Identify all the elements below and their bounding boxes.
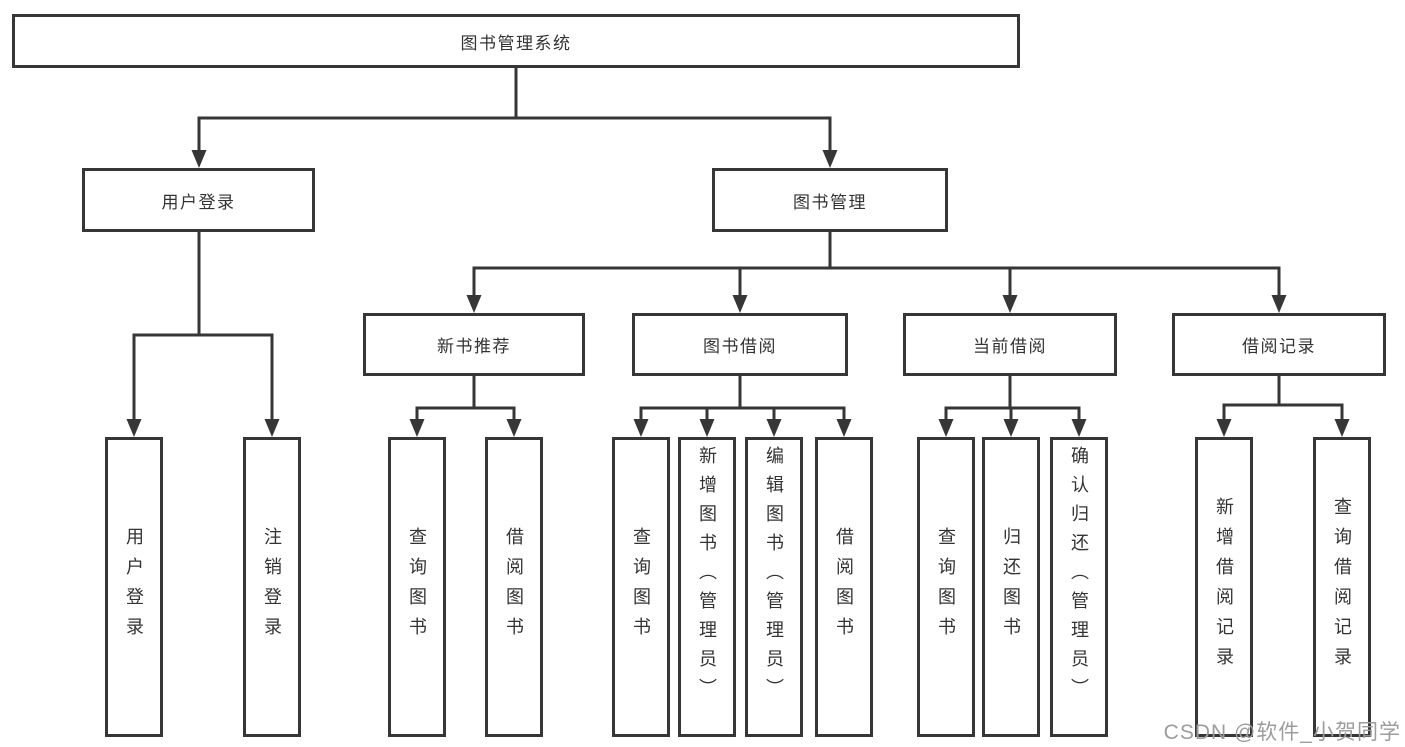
node-module-current-borrow: 当前借阅 (903, 313, 1117, 376)
node-label: 借阅记录 (1242, 337, 1316, 356)
node-leaf-user-login: 用户登录 (105, 437, 163, 737)
node-module-new-book-recommend: 新书推荐 (363, 313, 585, 376)
node-label: 用户登录 (124, 527, 144, 647)
node-leaf-logout: 注销登录 (243, 437, 301, 737)
node-module-book-borrow: 图书借阅 (632, 313, 848, 376)
node-leaf-query-borrow-record: 查询借阅记录 (1313, 437, 1371, 737)
node-leaf-borrow-books-2: 借阅图书 (815, 437, 873, 737)
node-label: 图书借阅 (703, 337, 777, 356)
node-leaf-query-books-1: 查询图书 (388, 437, 446, 737)
node-label: 借阅图书 (504, 527, 524, 647)
node-branch-book-management: 图书管理 (712, 168, 948, 232)
node-leaf-confirm-return-admin: 确认归还（管理员） (1050, 437, 1108, 737)
node-label: 确认归还（管理员） (1069, 446, 1089, 707)
node-label: 新书推荐 (437, 337, 511, 356)
node-label: 图书管理 (793, 192, 867, 212)
node-leaf-query-books-3: 查询图书 (917, 437, 975, 737)
node-label: 查询图书 (631, 527, 651, 647)
node-leaf-return-book: 归还图书 (982, 437, 1040, 737)
node-leaf-add-borrow-record: 新增借阅记录 (1195, 437, 1253, 737)
node-leaf-borrow-books-1: 借阅图书 (485, 437, 543, 737)
node-leaf-query-books-2: 查询图书 (612, 437, 670, 737)
node-label: 借阅图书 (834, 527, 854, 647)
node-label: 注销登录 (262, 527, 282, 647)
node-root-label: 图书管理系统 (460, 33, 572, 53)
arrowheads (126, 150, 1350, 437)
node-root-system: 图书管理系统 (12, 14, 1020, 68)
node-label: 编辑图书（管理员） (764, 446, 784, 707)
node-label: 查询图书 (407, 527, 427, 647)
node-leaf-edit-book-admin: 编辑图书（管理员） (745, 437, 803, 737)
node-label: 新增图书（管理员） (697, 446, 717, 707)
node-label: 用户登录 (161, 192, 236, 212)
node-label: 查询借阅记录 (1332, 497, 1352, 677)
node-leaf-add-book-admin: 新增图书（管理员） (678, 437, 736, 737)
node-branch-user-login: 用户登录 (82, 168, 315, 232)
csdn-watermark: CSDN @软件_小贺同学 (1163, 721, 1401, 744)
node-label: 新增借阅记录 (1214, 497, 1234, 677)
node-label: 查询图书 (936, 527, 956, 647)
node-label: 当前借阅 (973, 337, 1047, 356)
node-module-borrow-records: 借阅记录 (1172, 313, 1386, 376)
node-label: 归还图书 (1001, 527, 1021, 647)
